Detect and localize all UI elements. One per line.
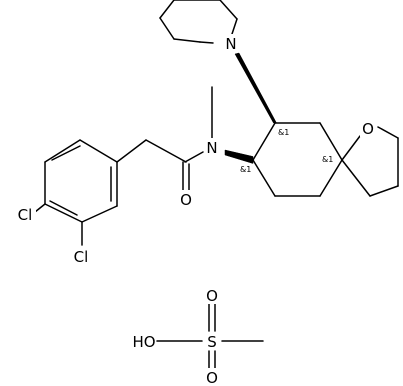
bond-cy-2 (319, 122, 343, 161)
atom-labels: N N O O Cl Cl HO S (14, 34, 376, 386)
svg-text:O: O (180, 191, 192, 209)
stereo-labels: &1 &1 &1 (240, 128, 333, 174)
atom-n-pyrrolidine: N (224, 34, 239, 53)
bond-bz-2 (81, 205, 118, 223)
stereo-label-c7: &1 (278, 128, 289, 137)
bond-carbonyl-ch2 (145, 139, 187, 163)
svg-text:N: N (206, 139, 217, 157)
bond-bz-5 (44, 139, 81, 163)
svg-text:O: O (362, 120, 374, 138)
bond-ch2-ring (116, 139, 147, 163)
svg-text:O: O (206, 369, 218, 386)
svg-text:O: O (206, 287, 218, 305)
bond-thf-4 (369, 185, 399, 197)
svg-text:N: N (225, 35, 236, 53)
atom-n-amide: N (205, 138, 220, 157)
wedge-c7-n-pyrrolidine (234, 52, 277, 124)
bond-thf-2 (377, 126, 399, 139)
bond-pyr-2 (219, 0, 238, 20)
svg-text:S: S (207, 333, 217, 351)
atom-o-hydroxyl: HO (132, 332, 156, 351)
bond-bz-inner-2 (49, 200, 78, 216)
wedge-bonds (224, 52, 277, 164)
svg-text:Cl: Cl (18, 206, 33, 224)
bond-cl-para (34, 203, 46, 213)
atom-o-sulfonyl-top: O (204, 286, 220, 305)
bonds (34, 0, 399, 369)
bond-pyr-4 (159, 0, 175, 19)
bond-cy-6 (252, 122, 276, 161)
stereo-label-c8: &1 (240, 165, 251, 174)
wedge-c8-n-amide (224, 149, 254, 164)
atom-cl-para: Cl (14, 206, 36, 224)
atom-cl-meta: Cl (70, 248, 92, 266)
svg-text:HO: HO (132, 333, 155, 351)
bond-thf-5 (341, 159, 371, 197)
bond-cy-5 (252, 159, 276, 197)
bond-pyr-6 (173, 38, 201, 43)
bond-pyr-7 (199, 41, 214, 44)
bond-bz-6 (79, 139, 118, 163)
bond-cy-3 (319, 159, 343, 197)
atom-o-sulfonyl-bottom: O (204, 368, 220, 386)
atom-o-carbonyl: O (178, 190, 194, 209)
stereo-label-spiro: &1 (322, 155, 333, 164)
atom-o-ether: O (360, 119, 376, 138)
svg-text:Cl: Cl (74, 248, 89, 266)
bond-bz-3 (44, 203, 83, 223)
bond-thf-1 (341, 135, 361, 161)
bond-n-carbonyl (184, 151, 204, 163)
bond-bz-inner-3 (51, 145, 81, 161)
bond-pyr-5 (159, 17, 175, 40)
atom-s-sulfonyl: S (204, 332, 220, 351)
